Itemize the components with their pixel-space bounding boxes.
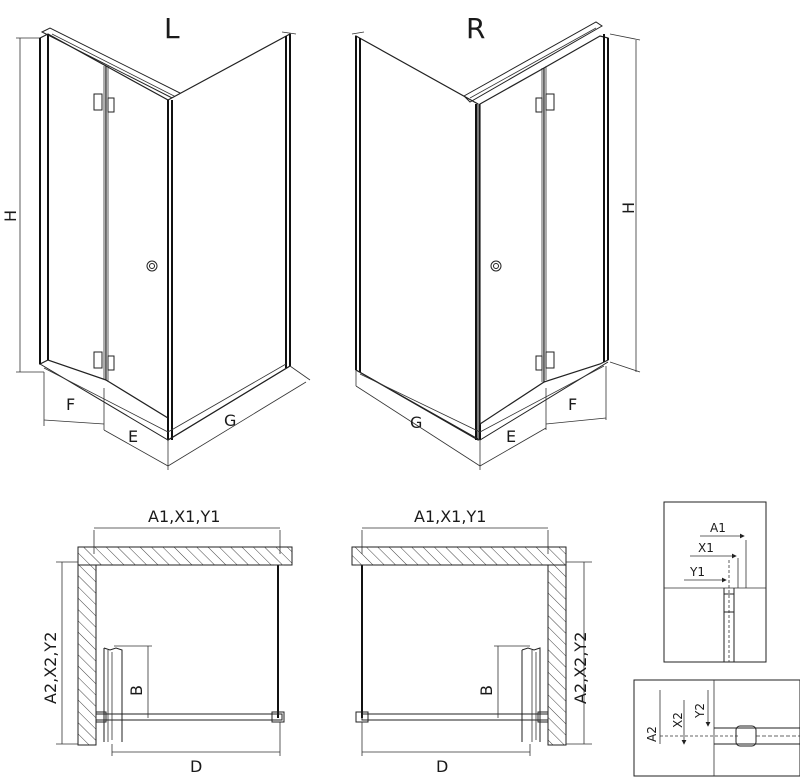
folding-door-right <box>105 64 169 420</box>
detail-x2: X2 <box>671 712 685 728</box>
view-title-left: L <box>164 12 180 45</box>
detail-a2: A2 <box>645 726 659 742</box>
detail-y1: Y1 <box>689 565 705 579</box>
dim-f-left: F <box>66 395 75 414</box>
dim-e-left: E <box>128 427 138 446</box>
detail-bottom: A2 X2 Y2 <box>633 679 800 777</box>
hinge-icon <box>535 97 543 113</box>
hinge-icon <box>93 351 103 369</box>
door-knob-icon <box>146 260 158 272</box>
wall-right <box>547 564 567 746</box>
dim-d-right: D <box>436 757 448 776</box>
right-plan-view: A1,X1,Y1 A2,X2,Y2 B D <box>351 507 592 776</box>
dim-width-left: A1,X1,Y1 <box>148 507 220 526</box>
dim-b-left: B <box>127 685 146 696</box>
door-knob-icon <box>490 260 502 272</box>
dim-depth-right: A2,X2,Y2 <box>571 632 590 704</box>
side-panel <box>167 32 291 442</box>
hinge-icon <box>93 93 103 111</box>
dim-width-right: A1,X1,Y1 <box>414 507 486 526</box>
hinge-icon <box>107 355 115 371</box>
hinge-icon <box>545 93 555 111</box>
wall-top <box>77 546 293 566</box>
wall-top <box>351 546 567 566</box>
dim-f-right: F <box>568 395 577 414</box>
folding-door-right <box>543 35 609 383</box>
wall-left <box>77 564 97 746</box>
right-perspective-view: R H <box>351 12 641 470</box>
detail-x1: X1 <box>698 541 714 555</box>
dim-b-right: B <box>477 685 496 696</box>
dim-d-left: D <box>190 757 202 776</box>
dim-e-right: E <box>506 427 516 446</box>
hinge-icon <box>107 97 115 113</box>
detail-a1: A1 <box>710 521 726 535</box>
dim-h-left: H <box>1 210 20 222</box>
left-perspective-view: L H <box>1 12 311 470</box>
dim-g-left: G <box>224 411 236 430</box>
view-title-right: R <box>466 12 485 45</box>
hinge-icon <box>535 355 543 371</box>
left-plan-view: A1,X1,Y1 A2,X2,Y2 B D <box>41 507 293 776</box>
dim-h-right: H <box>619 202 638 214</box>
side-panel <box>355 34 479 442</box>
hinge-icon <box>545 351 555 369</box>
dim-g-right: G <box>410 413 422 432</box>
dim-depth-left: A2,X2,Y2 <box>41 632 60 704</box>
folding-door-left <box>479 66 545 426</box>
detail-y2: Y2 <box>693 703 707 719</box>
folding-door-left <box>39 33 107 381</box>
detail-top: A1 X1 Y1 <box>663 501 767 663</box>
